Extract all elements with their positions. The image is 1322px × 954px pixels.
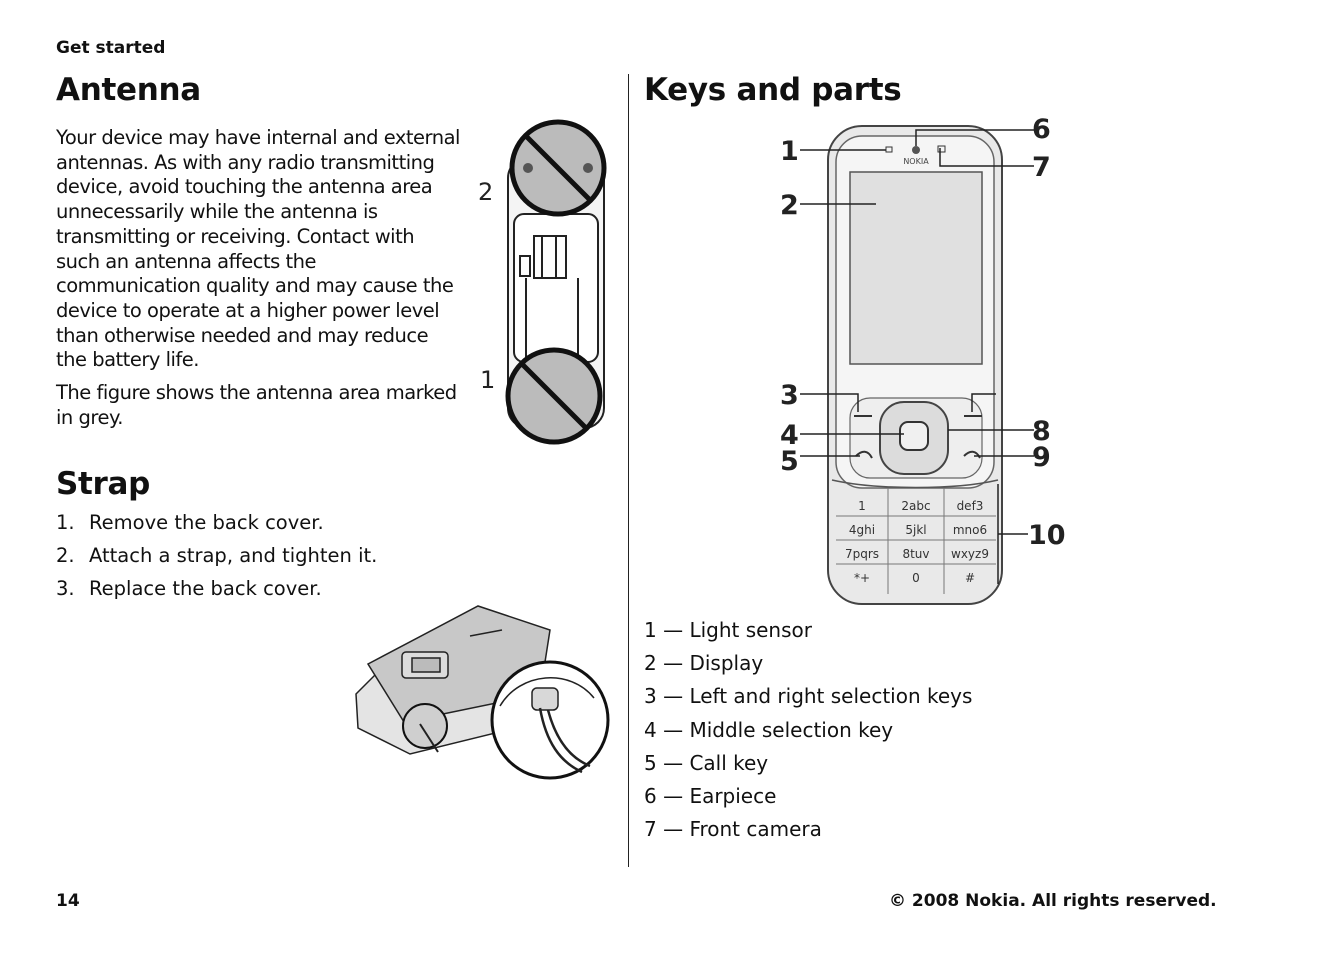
keypad-key: 1 bbox=[858, 499, 866, 513]
callout-9: 9 bbox=[1032, 442, 1051, 473]
keypad-key: 5jkl bbox=[905, 523, 926, 537]
antenna-area-top bbox=[509, 119, 607, 217]
part-item: 5 — Call key bbox=[644, 750, 769, 775]
caption-line: The figure shows the antenna area marked bbox=[56, 381, 457, 404]
middle-selection-key bbox=[899, 421, 929, 451]
antenna-line: transmitting or receiving. Contact with bbox=[56, 224, 415, 248]
antenna-line: device to operate at a higher power leve… bbox=[56, 298, 440, 322]
callout-4: 4 bbox=[780, 420, 799, 451]
parts-list: 1 — Light sensor 2 — Display 3 — Left an… bbox=[644, 617, 972, 849]
step-text: Remove the back cover. bbox=[89, 511, 324, 534]
keypad-key: # bbox=[965, 571, 975, 585]
antenna-line: such an antenna affects the bbox=[56, 249, 317, 273]
antenna-line: the battery life. bbox=[56, 348, 199, 372]
strap-heading: Strap bbox=[56, 466, 151, 502]
strap-step: 3. Replace the back cover. bbox=[56, 576, 377, 609]
step-number: 2. bbox=[56, 544, 75, 567]
step-text: Replace the back cover. bbox=[89, 577, 322, 600]
page-number: 14 bbox=[56, 891, 80, 911]
antenna-paragraph: Your device may have internal and extern… bbox=[56, 126, 460, 373]
callout-10: 10 bbox=[1028, 520, 1066, 551]
section-header: Get started bbox=[56, 38, 166, 58]
strap-steps: 1. Remove the back cover. 2. Attach a stra… bbox=[56, 510, 377, 609]
step-number: 3. bbox=[56, 577, 75, 600]
keypad-key: *+ bbox=[854, 571, 870, 585]
column-divider bbox=[628, 74, 629, 867]
keypad-key: def3 bbox=[957, 499, 984, 513]
keypad-key: mno6 bbox=[953, 523, 987, 537]
antenna-area-bottom bbox=[505, 347, 603, 445]
keypad-key: 7pqrs bbox=[845, 547, 879, 561]
keypad-key: 0 bbox=[912, 571, 920, 585]
keys-heading: Keys and parts bbox=[644, 72, 902, 108]
strap-illustration bbox=[355, 605, 610, 780]
antenna-line: antennas. As with any radio transmitting bbox=[56, 150, 435, 174]
step-text: Attach a strap, and tighten it. bbox=[89, 544, 378, 567]
copyright-notice: © 2008 Nokia. All rights reserved. bbox=[889, 891, 1217, 911]
callout-5: 5 bbox=[780, 446, 799, 477]
part-item: 6 — Earpiece bbox=[644, 783, 777, 808]
keypad-key: wxyz9 bbox=[951, 547, 989, 561]
front-camera-icon bbox=[937, 145, 946, 153]
step-number: 1. bbox=[56, 511, 75, 534]
antenna-line: unnecessarily while the antenna is bbox=[56, 200, 378, 224]
antenna-figure-caption: The figure shows the antenna area marked… bbox=[56, 381, 457, 430]
phone-brand: NOKIA bbox=[903, 157, 929, 166]
callout-8: 8 bbox=[1032, 416, 1051, 447]
callout-6: 6 bbox=[1032, 114, 1051, 145]
keypad-key: 4ghi bbox=[849, 523, 875, 537]
keypad-key: 2abc bbox=[901, 499, 930, 513]
antenna-line: than otherwise needed and may reduce bbox=[56, 323, 429, 347]
callout-2: 2 bbox=[780, 190, 799, 221]
part-item: 3 — Left and right selection keys bbox=[644, 684, 973, 709]
part-item: 4 — Middle selection key bbox=[644, 717, 894, 742]
callout-1: 1 bbox=[780, 136, 799, 167]
antenna-illustration: 2 1 bbox=[478, 119, 607, 445]
earpiece-icon bbox=[912, 146, 920, 154]
phone-diagram: NOKIA 1 2abc def3 4ghi 5jkl mno6 7pqrs 8… bbox=[780, 114, 1066, 605]
keypad-key: 8tuv bbox=[902, 547, 929, 561]
antenna-callout-1: 1 bbox=[480, 366, 495, 394]
display-screen bbox=[849, 171, 983, 365]
caption-line: in grey. bbox=[56, 405, 123, 429]
antenna-line: communication quality and may cause the bbox=[56, 274, 454, 298]
part-item: 2 — Display bbox=[644, 651, 764, 676]
strap-step: 2. Attach a strap, and tighten it. bbox=[56, 543, 377, 576]
antenna-heading: Antenna bbox=[56, 72, 201, 108]
antenna-line: Your device may have internal and extern… bbox=[56, 126, 460, 149]
strap-step: 1. Remove the back cover. bbox=[56, 510, 377, 543]
callout-7: 7 bbox=[1032, 152, 1051, 183]
part-item: 1 — Light sensor bbox=[644, 618, 812, 642]
antenna-line: device, avoid touching the antenna area bbox=[56, 175, 433, 199]
part-item: 7 — Front camera bbox=[644, 817, 822, 842]
callout-3: 3 bbox=[780, 380, 799, 411]
antenna-callout-2: 2 bbox=[478, 178, 493, 206]
call-key-icon bbox=[855, 450, 873, 459]
